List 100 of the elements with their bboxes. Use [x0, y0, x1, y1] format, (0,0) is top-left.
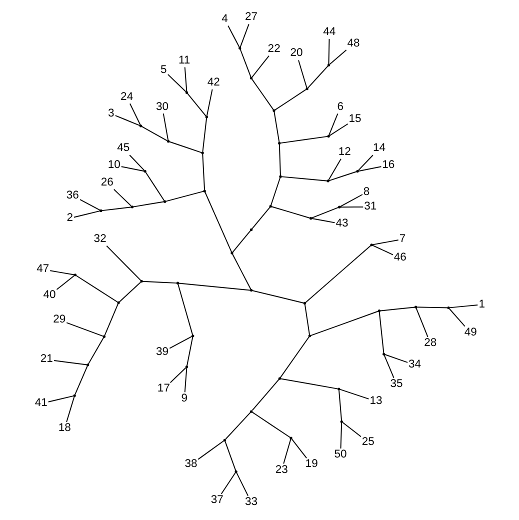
node-text: 21 [40, 353, 52, 366]
node-text: 6 [336, 100, 343, 113]
connector [280, 176, 328, 182]
node-point [249, 288, 252, 292]
node-text: 43 [335, 218, 348, 230]
node-text: 34 [408, 358, 420, 371]
connector [251, 378, 279, 411]
node-point [139, 124, 142, 128]
node-point [377, 310, 380, 312]
node-text: 19 [304, 458, 318, 470]
node-point [326, 134, 330, 138]
node-text: 47 [36, 263, 49, 276]
node-point [340, 420, 342, 423]
connector [166, 74, 186, 92]
node-point [99, 209, 102, 212]
node-text: 10 [107, 158, 120, 171]
node-point [222, 438, 226, 442]
connector [328, 158, 341, 181]
connector [164, 190, 204, 202]
connector [304, 245, 371, 304]
connector [298, 60, 307, 88]
connector [128, 154, 144, 171]
node-point [176, 282, 179, 284]
connector [339, 206, 364, 208]
node-point [204, 116, 208, 118]
node-point [302, 302, 306, 305]
node-text: 25 [361, 436, 374, 448]
node-text: 7 [398, 232, 406, 245]
connector [358, 166, 382, 172]
connector [169, 367, 186, 384]
connector [168, 336, 192, 349]
node-text: 15 [348, 112, 361, 125]
connector [236, 472, 248, 496]
node-text: 48 [346, 37, 360, 50]
connector [232, 230, 250, 253]
connector [282, 438, 291, 464]
node-text: 38 [184, 458, 197, 470]
node-text: 13 [369, 394, 382, 407]
node-text: 24 [120, 90, 133, 103]
connector [227, 25, 240, 48]
connector [328, 38, 330, 65]
connector [186, 92, 206, 116]
node-point [446, 306, 450, 310]
connector [49, 270, 74, 276]
node-text: 50 [334, 448, 346, 461]
node-point [308, 334, 310, 338]
connector [304, 304, 310, 336]
node-point [370, 244, 372, 246]
connector [56, 275, 74, 290]
node-point [326, 180, 329, 182]
connector [144, 172, 164, 202]
node-point [356, 170, 358, 173]
node-text: 28 [424, 336, 436, 349]
connector [251, 290, 304, 304]
connector [74, 365, 88, 396]
node-text: 14 [372, 142, 385, 154]
node-text: 32 [93, 232, 106, 245]
connector [270, 177, 280, 206]
node-point [249, 228, 252, 232]
node-point [163, 200, 166, 203]
connector [142, 280, 177, 284]
connector [73, 210, 100, 218]
node-text: 27 [244, 11, 258, 24]
connector [310, 206, 338, 218]
connector [106, 245, 141, 282]
node-text: 5 [160, 64, 166, 76]
connector [75, 275, 118, 302]
node-text: 30 [155, 100, 168, 113]
node-text: 44 [322, 26, 336, 38]
node-text: 12 [338, 146, 350, 158]
node-text: 1 [478, 298, 484, 310]
connector [224, 440, 236, 472]
node-point [382, 352, 385, 356]
connector [290, 438, 307, 459]
node-point [116, 301, 120, 304]
connector [274, 89, 306, 111]
node-text: 46 [393, 252, 406, 264]
node-text: 20 [290, 47, 302, 60]
connector [239, 24, 249, 48]
connector [128, 103, 140, 126]
connector [118, 282, 141, 302]
node-text: 31 [364, 200, 376, 213]
connector [372, 239, 398, 246]
node-text: 26 [100, 176, 113, 189]
node-point [238, 46, 241, 50]
connector [328, 123, 348, 136]
node-point [73, 274, 76, 276]
connector [112, 188, 132, 206]
connector [224, 412, 251, 440]
connector [87, 337, 104, 364]
node-point [102, 335, 106, 338]
connector [328, 50, 346, 65]
node-point [309, 217, 312, 220]
node-point [278, 175, 282, 178]
connector [340, 194, 362, 207]
node-point [234, 470, 237, 473]
node-text: 33 [244, 496, 258, 508]
connector [101, 206, 132, 212]
connector [184, 367, 187, 393]
connector [220, 472, 236, 494]
